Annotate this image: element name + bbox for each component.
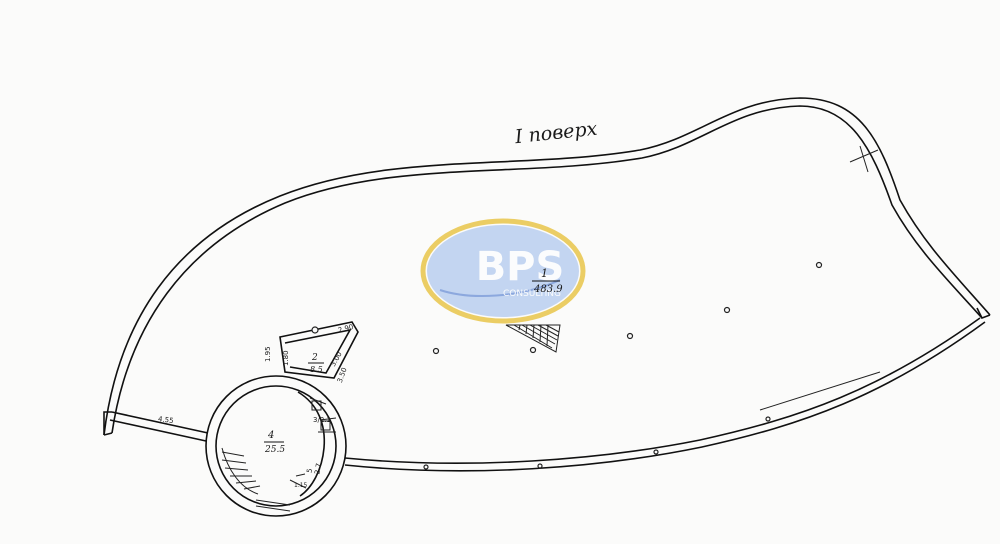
column-marker [423,464,429,470]
dimension-entry-width: 4.55 [158,415,175,425]
column-marker [723,306,731,314]
corridor-room-area: 2.7 [313,463,323,475]
stair-room-number: 4 [267,430,274,441]
column-marker [432,347,440,355]
stair-tower [205,375,347,517]
column-marker [529,346,537,354]
watermark-logo: BPS CONSULTING [420,218,586,324]
outer-wall [103,97,991,436]
corridor-room-number: 5 [305,468,314,474]
column-marker [626,332,634,340]
column-marker [653,449,659,455]
watermark-text-sub: CONSULTING [503,289,561,299]
watermark-text-main: BPS [476,244,565,290]
dimension-side-left-a: 1.95 [264,346,272,362]
main-room-area: 483.9 [533,284,563,295]
dimension-side-top: 2.90 [337,323,354,335]
small-room-area: 2.1 [320,416,331,424]
floor-title: I поверх [513,118,599,149]
small-room-number: 3 [313,416,317,424]
watermark-ring [420,218,586,324]
watermark-fill [427,225,579,317]
side-room-area: 8.5 [310,365,323,374]
dimension-bottom-small: 1.15 [294,482,308,489]
columns [423,261,823,470]
dimension-side-left-b: 1.80 [282,350,290,366]
column-marker [815,261,823,269]
entry-wall [103,411,209,442]
stair-room-area: 25.5 [264,445,285,455]
bottom-wall [344,317,986,472]
column-marker [765,416,771,422]
dimension-side-diag: 3.00 [329,351,344,369]
column-marker [537,463,543,469]
stair-hatch [505,324,561,353]
small-room-label: 3/2.1 [313,416,331,424]
main-room-number: 1 [541,267,548,280]
side-room-number: 2 [311,353,318,363]
side-room [279,321,359,379]
